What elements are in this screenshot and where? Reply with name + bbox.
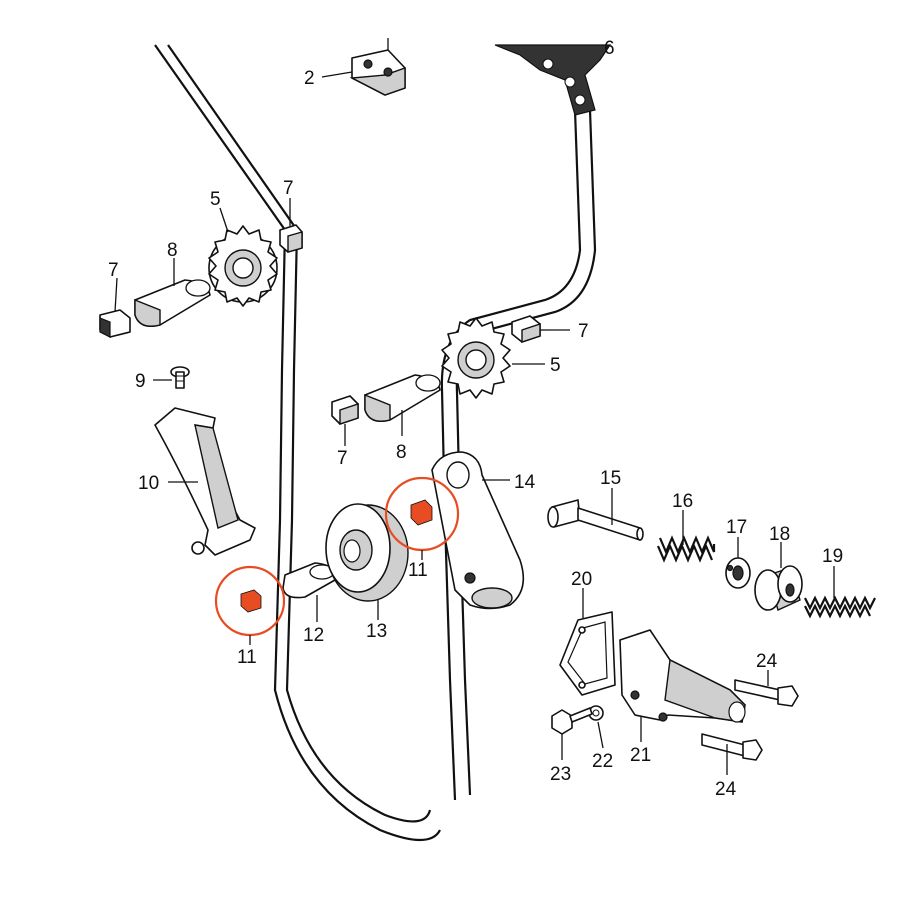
callout-7-left: 7	[108, 260, 119, 281]
callout-24-upper: 24	[756, 651, 778, 672]
part-14-tensioner-arm	[431, 451, 525, 610]
callout-24-lower: 24	[715, 779, 737, 800]
part-5-lower-sprocket	[441, 317, 511, 399]
callout-8-upper: 8	[167, 240, 178, 261]
part-15-pin	[547, 499, 644, 541]
callout-23: 23	[550, 764, 571, 785]
part-16-spring	[656, 535, 716, 563]
part-23-bolt	[551, 707, 593, 735]
callout-5-upper: 5	[210, 189, 221, 210]
callout-7-right: 7	[578, 321, 589, 342]
part-24-bolt-lower	[701, 733, 763, 761]
part-7-block-middle	[331, 395, 359, 425]
callout-7-middle: 7	[337, 448, 348, 469]
callout-10: 10	[138, 473, 159, 494]
callout-9: 9	[135, 371, 146, 392]
chain-links-part-6	[494, 44, 612, 116]
callout-14: 14	[514, 472, 536, 493]
part-13-roller	[325, 503, 409, 602]
callout-16: 16	[672, 491, 693, 512]
callout-8-lower: 8	[396, 442, 407, 463]
part-20-gasket	[559, 611, 616, 696]
part-18-sleeve	[754, 565, 803, 611]
callout-11-lower: 11	[237, 647, 257, 668]
part-10-bracket	[154, 407, 256, 556]
callout-21: 21	[630, 745, 651, 766]
callout-6: 6	[604, 38, 615, 59]
callout-labels: 2 6 5 7 7 8 7 5 9 7 8 10 14 11 11 12 13 …	[108, 38, 843, 800]
leader-lines	[114, 71, 835, 775]
part-7-block-top	[279, 224, 303, 253]
callout-11-upper: 11	[408, 560, 428, 581]
part-19-spring	[804, 595, 876, 619]
callout-15: 15	[600, 468, 621, 489]
part-11-item-lower	[214, 565, 286, 637]
part-7-block-left	[99, 309, 131, 338]
callout-13: 13	[366, 621, 387, 642]
part-9-screw	[170, 366, 190, 389]
callout-12: 12	[303, 625, 324, 646]
part-8-guide-lower	[364, 374, 441, 423]
callout-2: 2	[304, 68, 315, 89]
callout-20: 20	[571, 569, 592, 590]
callout-5-lower: 5	[550, 355, 561, 376]
callout-7-top: 7	[283, 178, 294, 199]
cam-chain-left	[154, 44, 441, 841]
part-5-upper-sprocket	[208, 225, 278, 307]
part-17-nut	[725, 557, 751, 589]
part-24-bolt-upper	[734, 679, 799, 707]
callout-22: 22	[592, 751, 613, 772]
part-2-block	[349, 38, 406, 96]
callout-17: 17	[726, 517, 747, 538]
callout-18: 18	[769, 524, 790, 545]
part-7-block-right	[511, 315, 541, 343]
part-21-tensioner-body	[619, 629, 746, 723]
part-8-guide-upper	[134, 279, 211, 328]
callout-19: 19	[822, 546, 843, 567]
